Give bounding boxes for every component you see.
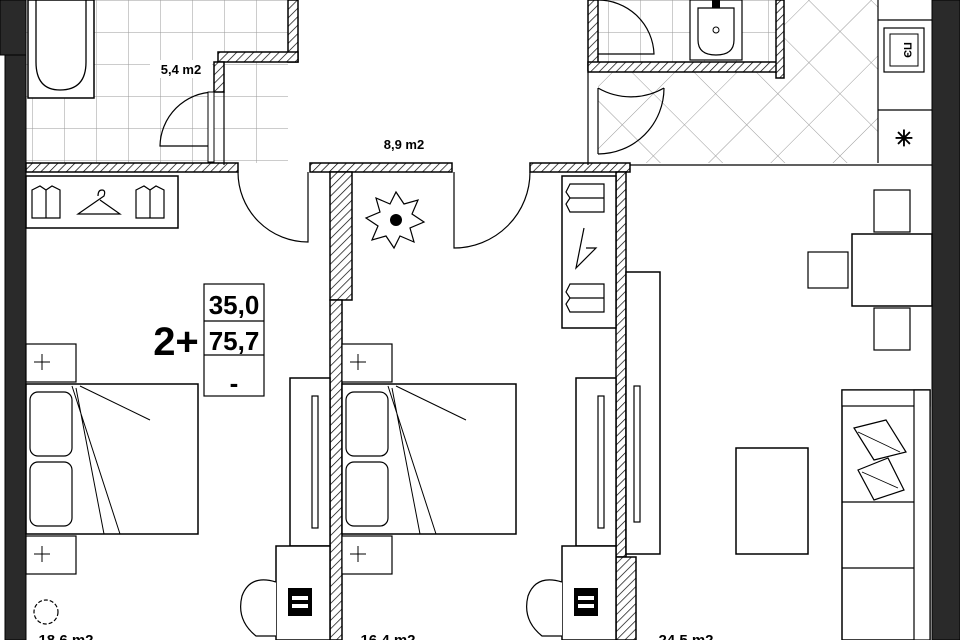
svg-text:35,0: 35,0 xyxy=(209,290,260,320)
svg-text:24,5 m2: 24,5 m2 xyxy=(658,632,713,640)
label-bedroom2-area: 16,4 m2 xyxy=(354,628,422,640)
washbasin xyxy=(689,0,743,61)
svg-text:5,4 m2: 5,4 m2 xyxy=(161,62,201,77)
label-bathroom-area: 5,4 m2 xyxy=(150,60,212,78)
bathtub xyxy=(27,0,95,99)
svg-text:75,7: 75,7 xyxy=(209,326,260,356)
sofa xyxy=(841,389,931,640)
desk-bedroom2 xyxy=(526,377,617,640)
bedroom2-door[interactable] xyxy=(453,171,531,249)
dining-table xyxy=(807,189,933,351)
kitchen-door[interactable] xyxy=(597,87,665,155)
label-bedroom1-area: 18,6 m2 xyxy=(30,628,102,640)
hallway-outline xyxy=(223,0,932,166)
svg-text:18,6 m2: 18,6 m2 xyxy=(38,632,93,640)
svg-text:2+: 2+ xyxy=(153,320,199,364)
wc-door[interactable] xyxy=(597,0,655,55)
label-hallway-area: 8,9 m2 xyxy=(372,135,436,153)
svg-text:✳: ✳ xyxy=(895,126,913,151)
plant-bedroom1 xyxy=(33,599,59,625)
plant-bedroom2 xyxy=(364,190,426,250)
svg-text:8,9 m2: 8,9 m2 xyxy=(384,137,424,152)
label-living-area: 24,5 m2 xyxy=(650,628,722,640)
bathroom-door[interactable] xyxy=(159,91,215,163)
wardrobe-bedroom2 xyxy=(561,175,617,329)
fan-icon: ✳ xyxy=(895,126,913,151)
kitchen-floor-tiles xyxy=(598,0,878,163)
desk-bedroom1 xyxy=(240,377,331,640)
tv-cabinet xyxy=(625,271,661,555)
stove: ПЭ xyxy=(883,27,925,73)
apartment-info: 2+ 35,0 75,7 - xyxy=(153,283,265,398)
coffee-table xyxy=(735,447,809,555)
svg-text:-: - xyxy=(230,368,239,398)
bed-bedroom1 xyxy=(25,343,199,575)
svg-text:ПЭ: ПЭ xyxy=(901,42,913,58)
wardrobe-bedroom1 xyxy=(25,175,179,229)
bed-bedroom2 xyxy=(341,343,517,575)
svg-text:16,4 m2: 16,4 m2 xyxy=(360,632,415,640)
bedroom1-door[interactable] xyxy=(237,171,309,243)
